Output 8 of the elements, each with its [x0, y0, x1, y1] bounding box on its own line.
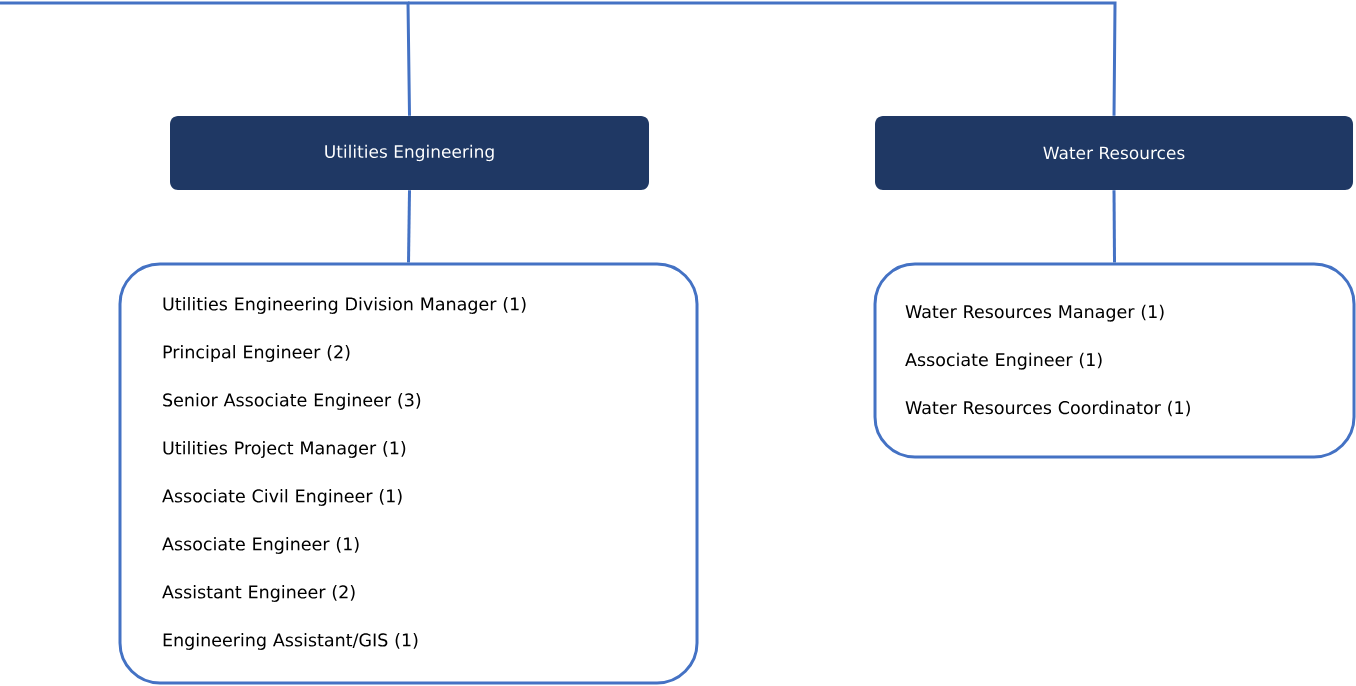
department-box: Utilities Engineering [170, 116, 649, 190]
connector-line [1112, 190, 1116, 263]
connector-line [408, 1, 1117, 116]
connector-line [407, 190, 411, 263]
position-list-box: Water Resources Manager (1) Associate Engineer (1) Water Resources Coordinator (1) [873, 262, 1356, 459]
department-box: Water Resources [875, 116, 1353, 190]
position-list-box: Utilities Engineering Division Manager (1) Principal Engineer (2) Senior Associate Engineer (3) Utilities Project Manager (1) Associate Civil Engineer (1) Associate Engineer (1) Assistant Engineer (2) Engineering Assistant/GIS (1) [118, 262, 699, 685]
connector-line [0, 1, 411, 116]
